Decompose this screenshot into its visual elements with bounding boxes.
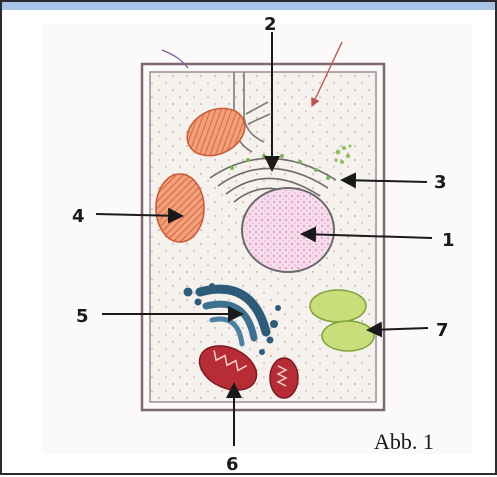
label-4: 4: [72, 206, 85, 227]
label-6: 6: [226, 454, 239, 475]
label-5: 5: [76, 306, 89, 327]
label-3: 3: [434, 172, 447, 193]
vacuole-upper: [310, 290, 366, 322]
label-7: 7: [436, 320, 449, 341]
vacuole-lower: [322, 321, 374, 351]
label-1: 1: [442, 230, 455, 251]
nucleus-chromatin: [244, 190, 332, 270]
label-2: 2: [264, 14, 277, 35]
chloroplast-lower: [156, 174, 204, 242]
figure-caption: Abb. 1: [374, 429, 434, 455]
mitochondrion-right: [270, 358, 298, 398]
